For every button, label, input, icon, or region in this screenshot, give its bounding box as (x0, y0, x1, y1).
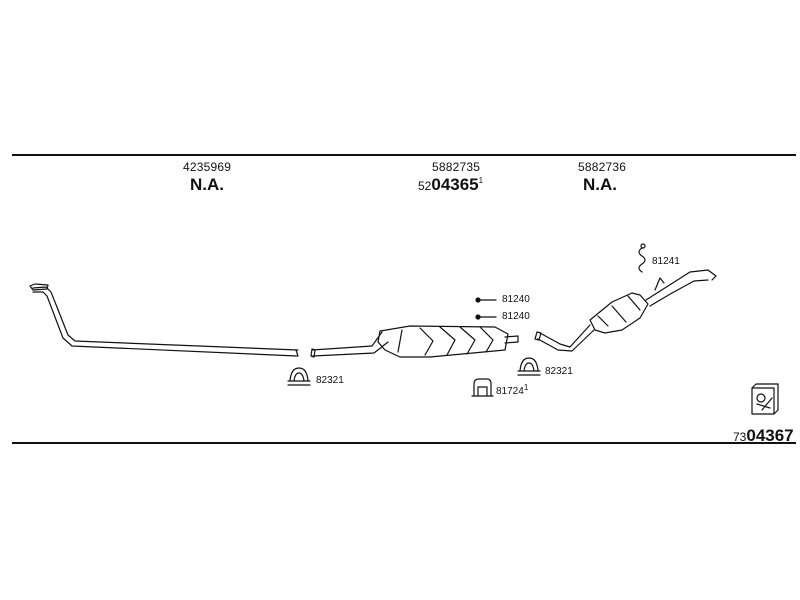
reference-main: 04365 (431, 175, 479, 194)
reference-prefix: 52 (418, 179, 432, 193)
reference-sup: 1 (478, 176, 484, 185)
status-front-pipe: N.A. (190, 175, 224, 194)
bolt-bottom-icon (475, 314, 497, 320)
callout-hanger-top: 81241 (652, 256, 680, 267)
rear-silencer (534, 269, 717, 352)
top-rule (12, 154, 796, 156)
callout-hanger-bottom-number: 81724 (496, 386, 524, 397)
reference-middle-silencer: 52043651 (418, 175, 483, 195)
front-pipe (29, 283, 299, 357)
callout-bolt-bottom: 81240 (502, 311, 530, 322)
callout-hanger-bottom: 817241 (496, 383, 529, 397)
callout-hanger-bottom-sup: 1 (523, 383, 529, 392)
bottom-rule (12, 442, 796, 444)
part-number-front-pipe: 4235969 (183, 160, 232, 174)
drawing-number-prefix: 73 (733, 430, 747, 444)
hanger-spring-icon (638, 243, 646, 273)
callout-bolt-top: 81240 (502, 294, 530, 305)
drawing-number-main: 04367 (746, 426, 794, 445)
clamp-right-icon (517, 357, 541, 376)
drawing-number: 7304367 (733, 426, 794, 446)
bolt-top-icon (475, 297, 497, 303)
clamp-left-icon (287, 367, 311, 386)
status-rear-silencer: N.A. (583, 175, 617, 194)
callout-clamp-right: 82321 (545, 366, 573, 377)
part-number-middle-silencer: 5882735 (432, 160, 481, 174)
middle-silencer (310, 325, 519, 358)
callout-clamp-left: 82321 (316, 375, 344, 386)
part-number-rear-silencer: 5882736 (578, 160, 627, 174)
rubber-hanger-icon (471, 378, 494, 397)
exhaust-system-book-icon (751, 383, 779, 415)
